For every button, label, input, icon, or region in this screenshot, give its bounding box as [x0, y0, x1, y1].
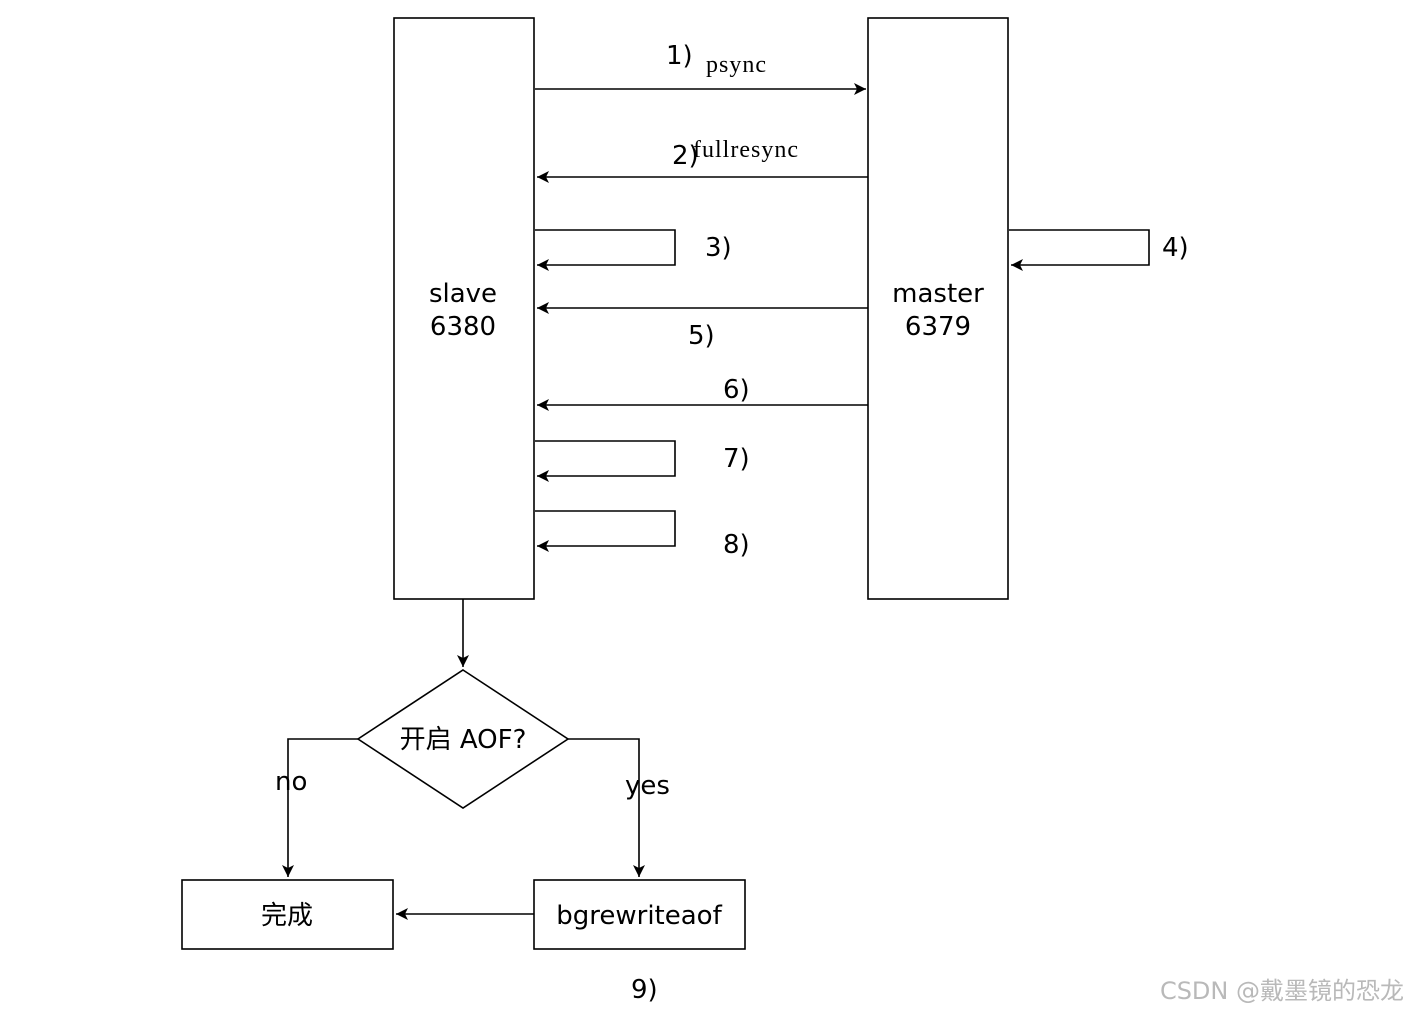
done-label: 完成 — [261, 901, 313, 931]
slave-port: 6380 — [430, 312, 496, 342]
arrow-yes-branch — [568, 738, 645, 877]
step-6-label: 6) — [723, 375, 750, 405]
slave-node: slave 6380 — [393, 17, 535, 600]
step-4-label: 4) — [1162, 233, 1189, 263]
yes-branch-label: yes — [625, 771, 670, 801]
loop-step-8 — [535, 510, 676, 552]
arrow-no-branch — [282, 738, 358, 877]
step-5-label: 5) — [688, 321, 715, 351]
step-8-label: 8) — [723, 530, 750, 560]
fullresync-command: fullresync — [693, 137, 799, 163]
master-node: master 6379 — [867, 17, 1009, 600]
aof-decision: 开启 AOF? — [356, 669, 570, 809]
step-7-label: 7) — [723, 444, 750, 474]
loop-step-7 — [535, 440, 676, 482]
step-3-label: 3) — [705, 233, 732, 263]
done-node: 完成 — [181, 879, 394, 950]
slave-label: slave — [429, 279, 497, 309]
no-branch-label: no — [275, 767, 307, 797]
decision-label: 开启 AOF? — [400, 725, 527, 755]
master-port: 6379 — [905, 312, 971, 342]
loop-step-3 — [535, 229, 676, 271]
step-9-label: 9) — [631, 975, 658, 1005]
step-2-label: 2) — [672, 141, 699, 171]
master-label: master — [892, 279, 984, 309]
step-1-label: 1) — [666, 41, 693, 71]
loop-step-4 — [1009, 229, 1150, 271]
psync-command: psync — [706, 52, 767, 78]
csdn-watermark: CSDN @戴墨镜的恐龙 — [1160, 977, 1404, 1005]
bgrewriteaof-node: bgrewriteaof — [533, 879, 746, 950]
bgrewriteaof-label: bgrewriteaof — [556, 901, 722, 931]
